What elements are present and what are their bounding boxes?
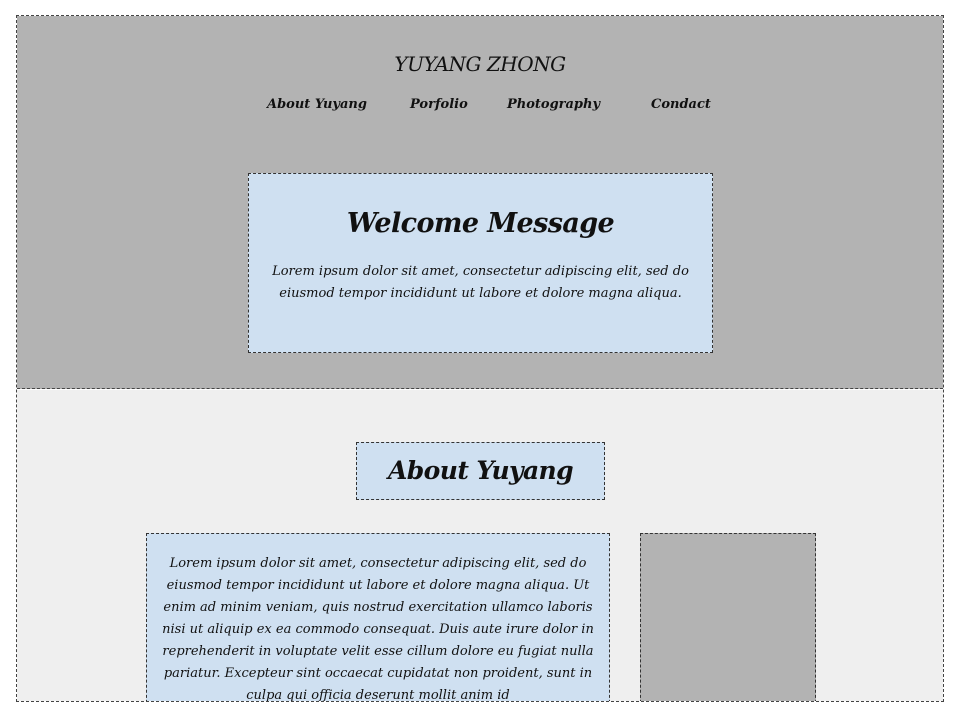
nav-item-portfolio[interactable]: Porfolio [410, 97, 468, 112]
page-frame: YUYANG ZHONG About Yuyang Porfolio Photo… [16, 15, 944, 702]
welcome-text: Lorem ipsum dolor sit amet, consectetur … [272, 264, 689, 301]
hero-section: YUYANG ZHONG About Yuyang Porfolio Photo… [17, 16, 943, 389]
nav-item-about[interactable]: About Yuyang [267, 97, 367, 112]
welcome-box: Welcome Message Lorem ipsum dolor sit am… [248, 173, 713, 353]
about-text: Lorem ipsum dolor sit amet, consectetur … [162, 556, 594, 702]
about-text-box: Lorem ipsum dolor sit amet, consectetur … [146, 533, 610, 702]
welcome-title: Welcome Message [346, 208, 615, 239]
photo-placeholder [640, 533, 816, 701]
nav-item-contact[interactable]: Condact [651, 97, 711, 112]
about-section: About Yuyang Lorem ipsum dolor sit amet,… [17, 390, 943, 702]
nav-item-photography[interactable]: Photography [507, 97, 601, 112]
about-heading: About Yuyang [387, 456, 574, 485]
about-heading-box: About Yuyang [356, 442, 605, 500]
site-title: YUYANG ZHONG [394, 52, 566, 76]
